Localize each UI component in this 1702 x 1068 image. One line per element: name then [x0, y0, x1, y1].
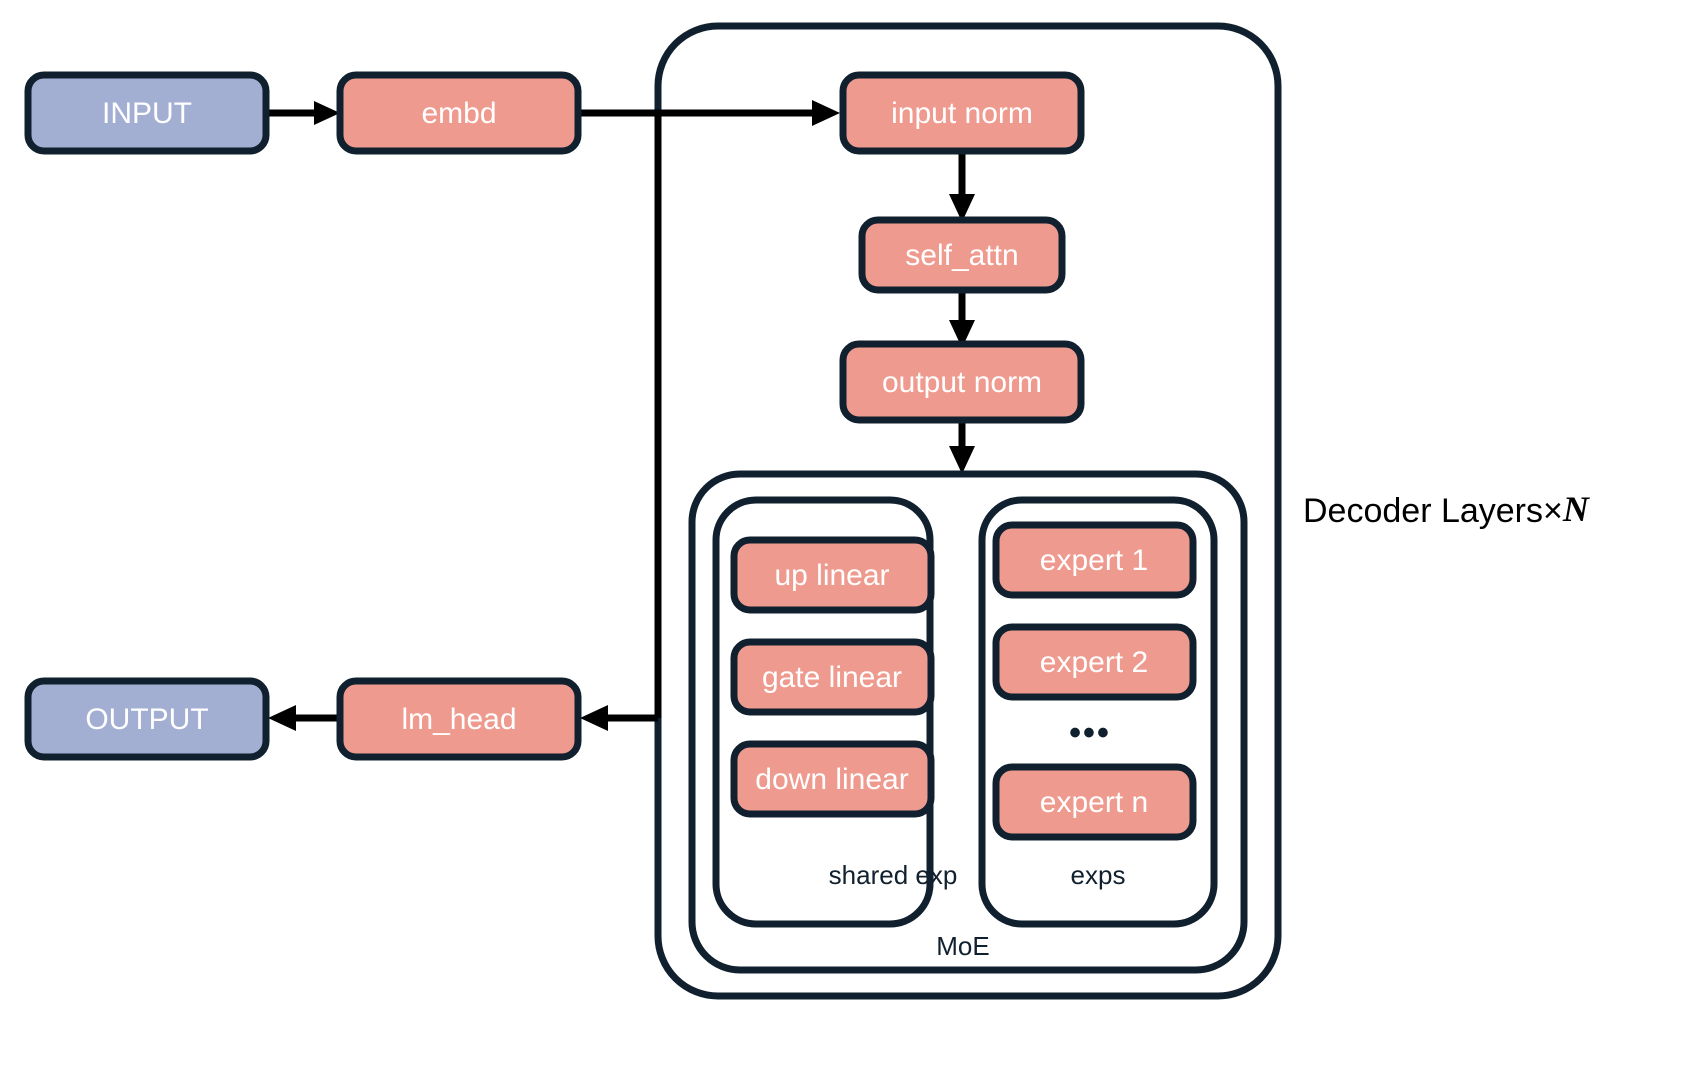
down-linear-node-label: down linear — [755, 763, 908, 796]
moe-group-label: MoE — [936, 931, 989, 961]
node-input[interactable]: INPUT — [24, 71, 270, 155]
node-down-linear[interactable]: down linear — [730, 740, 935, 818]
node-output[interactable]: OUTPUT — [24, 677, 270, 761]
expert-2-node-box[interactable] — [992, 623, 1197, 701]
node-up-linear[interactable]: up linear — [730, 536, 935, 614]
decoder-layers-title-n: N — [1562, 489, 1591, 529]
input-node-box[interactable] — [24, 71, 270, 155]
expert-n-node-box[interactable] — [992, 763, 1197, 841]
shared-expert-group-label: shared exp — [829, 860, 958, 890]
node-expert-n[interactable]: expert n — [992, 763, 1197, 841]
lm-head-node-label: lm_head — [401, 703, 516, 736]
decoder-layers-container — [654, 22, 1282, 1000]
moe-container — [688, 470, 1248, 974]
lm-head-node-box[interactable] — [336, 677, 582, 761]
embd-node-box[interactable] — [336, 71, 582, 155]
node-input-norm[interactable]: input norm — [839, 71, 1085, 155]
self-attn-node-label: self_attn — [905, 239, 1018, 272]
edge-self-attn-to-output-norm — [949, 287, 975, 348]
node-lm-head[interactable]: lm_head — [336, 677, 582, 761]
edge-input-norm-to-self-attn — [949, 148, 975, 222]
self-attn-node-box[interactable] — [858, 216, 1066, 294]
input-node-label: INPUT — [102, 97, 192, 130]
up-linear-node-box[interactable] — [730, 536, 935, 614]
shared-expert-container — [712, 496, 934, 928]
edge-input-to-embd — [266, 101, 340, 125]
expert-n-node-label: expert n — [1040, 786, 1148, 819]
experts-group-label: exps — [1071, 860, 1126, 890]
output-node-box[interactable] — [24, 677, 270, 761]
node-expert-1[interactable]: expert 1 — [992, 521, 1197, 599]
down-linear-node-box[interactable] — [730, 740, 935, 818]
node-gate-linear[interactable]: gate linear — [730, 638, 935, 716]
experts-container — [978, 496, 1218, 928]
edge-lm-head-to-output — [268, 705, 340, 731]
edge-embd-to-input-norm — [577, 100, 840, 126]
output-node-label: OUTPUT — [85, 703, 208, 736]
gate-linear-node-box[interactable] — [730, 638, 935, 716]
up-linear-node-label: up linear — [774, 559, 889, 592]
expert-1-node-box[interactable] — [992, 521, 1197, 599]
decoder-layers-title-text: Decoder Layers× — [1303, 492, 1563, 530]
decoder-layers-title: Decoder Layers×N — [1303, 489, 1591, 530]
input-norm-node-box[interactable] — [839, 71, 1085, 155]
expert-2-node-label: expert 2 — [1040, 646, 1148, 679]
node-expert-2[interactable]: expert 2 — [992, 623, 1197, 701]
node-self-attn[interactable]: self_attn — [858, 216, 1066, 294]
gate-linear-node-label: gate linear — [762, 661, 902, 694]
output-norm-node-box[interactable] — [839, 340, 1085, 424]
embd-node-label: embd — [421, 97, 496, 130]
input-norm-node-label: input norm — [891, 97, 1033, 130]
node-output-norm[interactable]: output norm — [839, 340, 1085, 424]
node-embd[interactable]: embd — [336, 71, 582, 155]
expert-1-node-label: expert 1 — [1040, 544, 1148, 577]
experts-ellipsis: ••• — [1069, 714, 1111, 752]
output-norm-node-label: output norm — [882, 366, 1042, 399]
edge-decoder-to-lm-head — [580, 113, 662, 731]
